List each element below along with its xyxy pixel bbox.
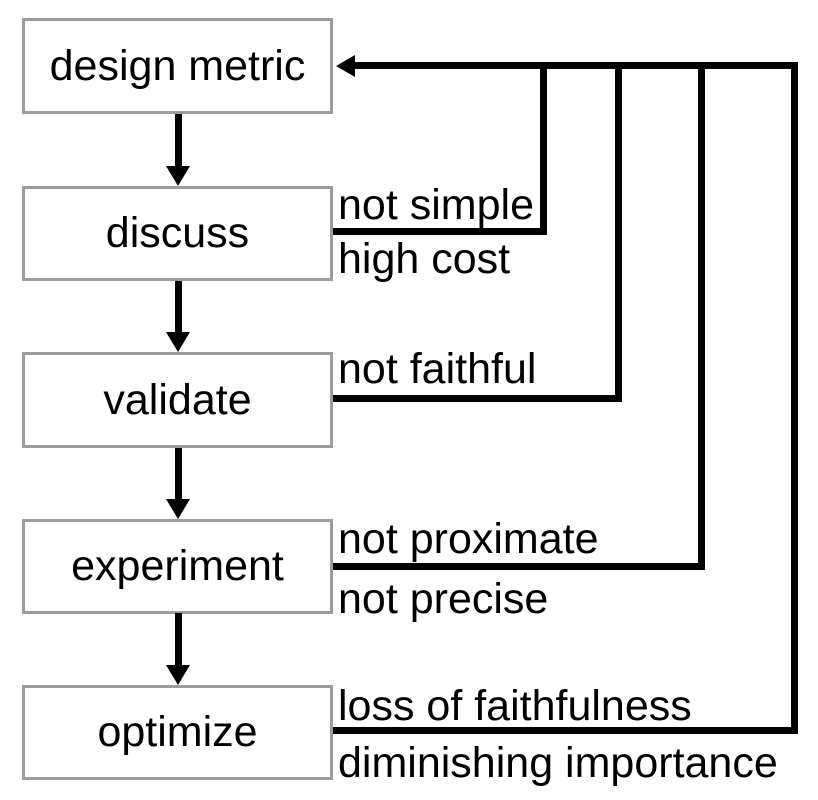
flow-box-label: validate [103, 375, 252, 424]
down-arrow-shaft [175, 448, 182, 501]
flow-box-validate: validate [22, 352, 333, 448]
feedback-top-line [350, 62, 798, 69]
flow-box-label: experiment [71, 542, 284, 590]
down-arrow-shaft [175, 613, 182, 667]
flow-box-label: optimize [97, 708, 258, 756]
flow-box-label: design metric [49, 41, 306, 90]
feedback-label-not-proximate: not proximate [338, 515, 599, 563]
left-arrowhead-icon [336, 55, 355, 77]
feedback-hline-loop1 [333, 228, 547, 235]
feedback-label-loss-of-faithfulness: loss of faithfulness [338, 682, 692, 730]
flow-box-label: discuss [105, 209, 250, 257]
feedback-label-not-simple: not simple [338, 181, 534, 229]
feedback-label-not-precise: not precise [338, 575, 549, 623]
down-arrow-icon [166, 665, 190, 685]
feedback-label-diminishing-importance: diminishing importance [338, 739, 778, 787]
flow-box-experiment: experiment [22, 519, 333, 614]
down-arrow-shaft [175, 114, 182, 168]
flow-box-optimize: optimize [22, 685, 333, 780]
down-arrow-icon [166, 332, 190, 352]
flow-box-design-metric: design metric [22, 18, 333, 114]
feedback-vline-loop3 [698, 62, 705, 570]
feedback-hline-loop3 [333, 563, 705, 570]
feedback-vline-loop1 [540, 62, 547, 235]
feedback-hline-loop2 [333, 395, 622, 402]
feedback-hline-loop4 [333, 727, 798, 734]
down-arrow-icon [166, 499, 190, 519]
feedback-vline-loop4 [791, 62, 798, 734]
down-arrow-icon [166, 166, 190, 186]
down-arrow-shaft [175, 281, 182, 334]
flow-box-discuss: discuss [22, 186, 333, 281]
feedback-label-not-faithful: not faithful [338, 345, 537, 393]
feedback-label-high-cost: high cost [338, 235, 511, 283]
feedback-vline-loop2 [615, 62, 622, 402]
